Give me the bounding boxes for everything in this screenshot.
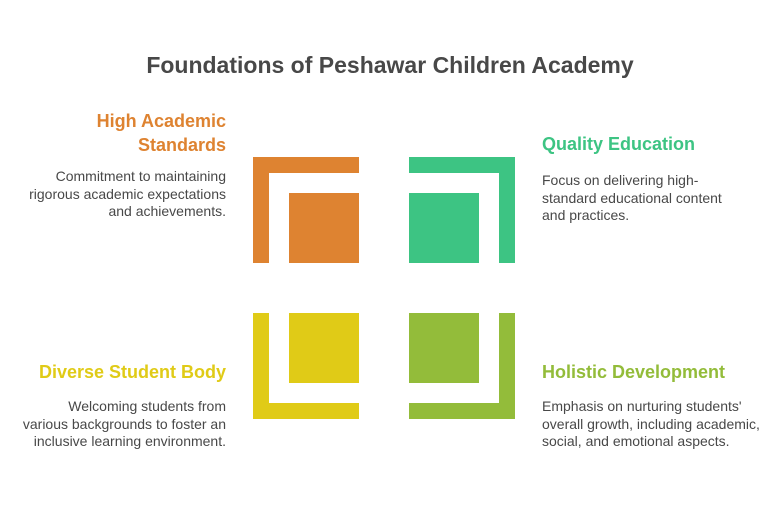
heading-holistic-development: Holistic Development (542, 362, 726, 382)
green-bracket-top (409, 157, 515, 173)
heading-high-academic-standards: High Academic Standards (96, 111, 226, 155)
heading-quality-education: Quality Education (542, 134, 696, 154)
green-bracket-side (499, 157, 515, 263)
yellow-square (289, 313, 359, 383)
lime-bracket-side (499, 313, 515, 419)
orange-square (289, 193, 359, 263)
yellow-bracket-side (253, 313, 269, 419)
text-diverse-student-body: Welcoming students from various backgrou… (22, 398, 226, 449)
lime-bracket-bottom (409, 403, 515, 419)
diagram-title: Foundations of Peshawar Children Academy (146, 52, 634, 78)
orange-bracket-top (253, 157, 359, 173)
green-square (409, 193, 479, 263)
lime-square (409, 313, 479, 383)
yellow-bracket-bottom (253, 403, 359, 419)
text-quality-education: Focus on delivering high-standard educat… (542, 172, 722, 223)
text-holistic-development: Emphasis on nurturing students' overall … (542, 398, 760, 449)
heading-diverse-student-body: Diverse Student Body (38, 362, 226, 382)
text-high-academic-standards: Commitment to maintaining rigorous acade… (29, 168, 226, 219)
orange-bracket-side (253, 157, 269, 263)
